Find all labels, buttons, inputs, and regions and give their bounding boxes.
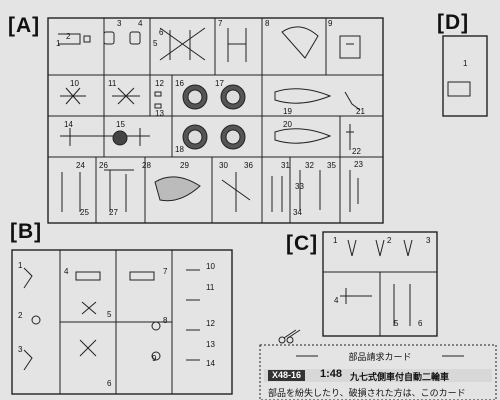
part-number: 31 [281,161,290,170]
part-number: 19 [283,107,292,116]
part-number: 13 [206,340,215,349]
parts-card-body-text: 部品を紛失したり、破損された方は、このカード [268,388,466,398]
part-number: 1 [463,59,468,68]
part-number: 30 [219,161,228,170]
sprue-b-parts [23,267,200,371]
part-number: 12 [155,79,164,88]
part-number: 23 [354,160,363,169]
part-number: 21 [356,107,365,116]
parts-card-scale: 1:48 [320,368,343,380]
part-number: 1 [56,39,61,48]
sprue-a-parts [58,26,361,212]
part-number: 10 [206,262,215,271]
part-number: 20 [283,120,292,129]
sprue-c-frame [322,231,438,337]
part-number: 34 [293,208,302,217]
part-number: 22 [352,147,361,156]
part-number: 5 [107,310,112,319]
parts-card-frame [259,344,497,400]
sprue-a-label: [A] [8,14,41,37]
parts-card-title: 部品請求カード [348,352,412,362]
part-number: 14 [64,120,73,129]
sprue-a-frame [47,17,384,224]
part-number: 5 [394,319,399,328]
part-number: 6 [107,379,112,388]
part-number: 1 [333,236,338,245]
parts-card-product-name: 九七式側車付自動二輪車 [350,372,450,382]
part-number: 6 [418,319,423,328]
part-number: 32 [305,161,314,170]
sprue-b-label: [B] [10,220,43,243]
part-number: 27 [109,208,118,217]
part-number: 14 [206,359,215,368]
part-number: 17 [215,79,224,88]
parts-card-band [264,369,492,382]
part-number: 13 [155,109,164,118]
sprue-c-parts [340,239,413,326]
sprue-b-frame [11,249,233,395]
part-number: 15 [116,120,125,129]
part-number: 8 [163,316,168,325]
part-number: 9 [328,19,333,28]
parts-card-code: X48-16 [268,370,306,381]
part-number: 12 [206,319,215,328]
sprue-c-label: [C] [286,232,319,255]
part-number: 3 [18,345,23,354]
part-number: 8 [265,19,270,28]
part-number: 18 [175,145,184,154]
part-number: 7 [163,267,168,276]
part-number: 2 [18,311,23,320]
part-number: 35 [327,161,336,170]
part-number: 36 [244,161,253,170]
part-number: 28 [142,161,151,170]
part-number: 9 [152,354,157,363]
part-number: 11 [206,283,215,292]
part-number: 6 [159,28,164,37]
part-number: 4 [64,267,69,276]
part-number: 4 [334,296,339,305]
sprue-d-label: [D] [437,11,470,34]
part-number: 24 [76,161,85,170]
part-number: 29 [180,161,189,170]
sprue-d-frame [442,35,488,117]
part-number: 4 [138,19,143,28]
part-number: 33 [295,182,304,191]
part-number: 26 [99,161,108,170]
scissors-icon [278,329,301,344]
part-number: 1 [18,261,23,270]
part-number: 11 [108,79,117,88]
part-number: 16 [175,79,184,88]
part-number: 25 [80,208,89,217]
part-number: 2 [387,236,392,245]
part-number: 3 [117,19,122,28]
part-number: 2 [66,32,71,41]
part-number: 10 [70,79,79,88]
part-number: 3 [426,236,431,245]
part-number: 5 [153,39,158,48]
part-number: 7 [218,19,223,28]
